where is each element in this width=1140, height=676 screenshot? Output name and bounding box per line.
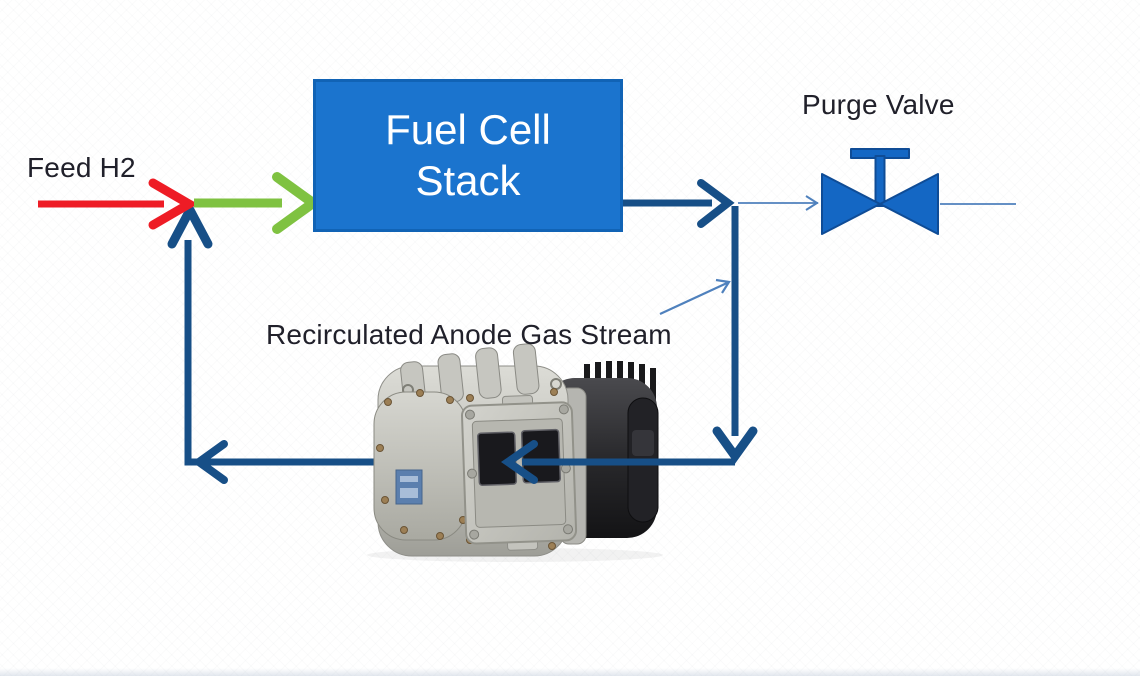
purge-valve-symbol — [821, 148, 939, 235]
blower-inlet-arrow — [500, 440, 735, 484]
recirculated-stream-label: Recirculated Anode Gas Stream — [266, 319, 672, 350]
fuel-cell-stack-label-line2: Stack — [415, 156, 521, 204]
stack-outlet-arrow — [623, 179, 735, 228]
pump-label-sticker — [395, 469, 423, 505]
mixed-feed-arrow — [194, 172, 322, 234]
annotation-arrow — [659, 278, 731, 315]
fuel-cell-stack-box: Fuel Cell Stack — [313, 79, 623, 232]
feed-h2-arrow — [38, 178, 198, 230]
recirculation-return-pipe — [167, 200, 383, 484]
purge-valve-label: Purge Valve — [802, 89, 955, 120]
purge-valve-inlet-line — [738, 195, 819, 211]
purge-junction-down-pipe — [712, 206, 758, 464]
fuel-cell-stack-label-line1: Fuel Cell — [385, 106, 551, 154]
feed-h2-label: Feed H2 — [27, 152, 136, 183]
